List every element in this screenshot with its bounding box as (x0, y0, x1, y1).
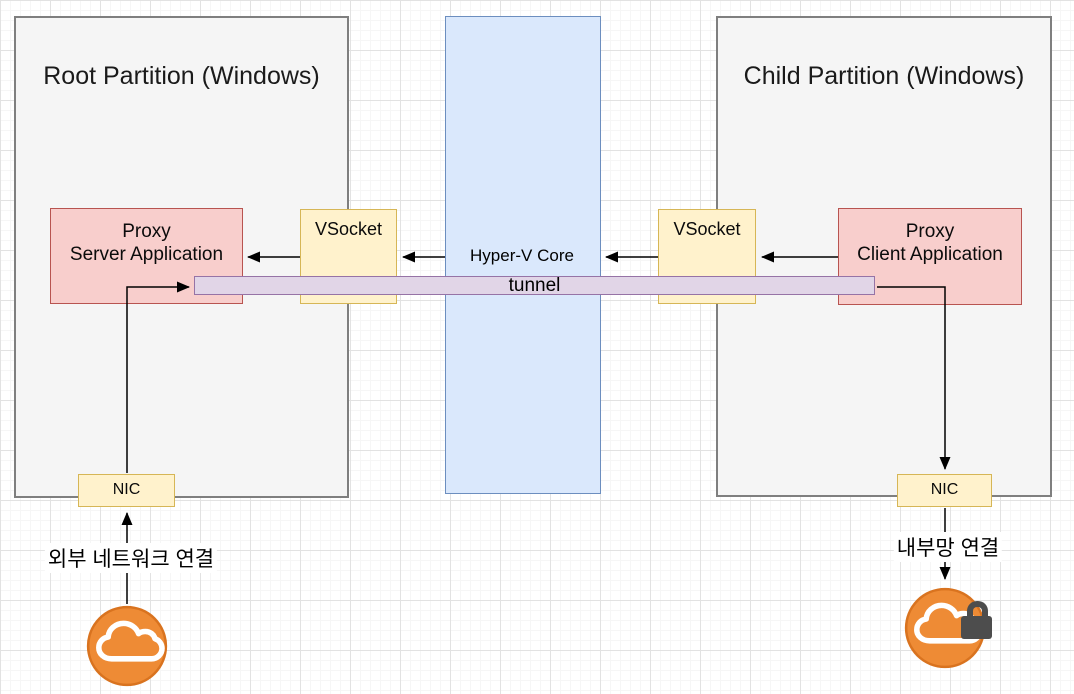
proxy-client-label-line1: Proxy (905, 221, 955, 242)
internal-network-label: 내부망 연결 (893, 532, 1003, 562)
proxy-client-label-line2: Client Application (857, 244, 1003, 265)
lock-icon (961, 601, 992, 639)
root-partition-title: Root Partition (Windows) (43, 62, 320, 90)
hyperv-core-box[interactable] (445, 16, 601, 494)
tunnel-bar[interactable]: tunnel (194, 276, 875, 295)
proxy-server-label-line2: Server Application (69, 244, 224, 265)
vsocket-left-label: VSocket (314, 219, 383, 239)
tunnel-label: tunnel (508, 275, 561, 296)
child-partition-title: Child Partition (Windows) (743, 62, 1025, 90)
hyperv-core-label: Hyper-V Core (470, 246, 574, 265)
nic-left-box[interactable]: NIC (78, 474, 175, 507)
nic-right-label: NIC (930, 481, 959, 498)
nic-right-box[interactable]: NIC (897, 474, 992, 507)
vsocket-right-label: VSocket (673, 219, 741, 239)
external-network-label: 외부 네트워크 연결 (44, 543, 218, 573)
nic-left-label: NIC (112, 481, 141, 498)
external-cloud-node[interactable] (86, 605, 168, 687)
proxy-server-label-line1: Proxy (122, 221, 171, 242)
cloud-icon (86, 605, 168, 687)
